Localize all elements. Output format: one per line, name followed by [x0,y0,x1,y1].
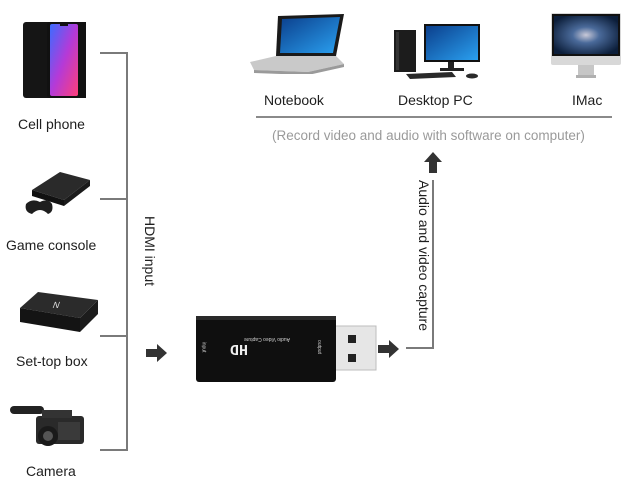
source-label-camera: Camera [26,463,76,479]
arrow-up-icon [424,152,442,173]
computer-label-notebook: Notebook [264,92,324,108]
computers-separator [256,116,612,118]
camera-icon [10,406,84,446]
cell-phone-device [22,20,105,100]
capture-bracket-horizontal [406,347,434,349]
arrow-right-output-icon [378,340,399,358]
capture-card: HD Audio Video Capture input output [194,314,378,386]
cell-phone-icon [23,22,105,98]
notebook-icon [250,14,344,75]
capture-card-brand: HD [230,340,249,357]
source-label-cell-phone: Cell phone [18,116,85,132]
capture-card-input-label: input [200,341,207,353]
bracket-tick-game-console [100,198,127,200]
camera-device [8,400,92,456]
bracket-tick-camera [100,449,127,451]
computers-caption: (Record video and audio with software on… [272,128,585,143]
source-label-set-top-box: Set-top box [16,353,88,369]
capture-card-output-label: output [315,340,322,354]
set-top-box-device: N [16,286,100,338]
hdmi-input-label: HDMI input [142,216,158,287]
computer-label-imac: IMac [572,92,603,108]
svg-text:N: N [51,300,61,310]
capture-card-subtitle: Audio Video Capture [243,336,290,342]
source-label-game-console: Game console [6,237,97,253]
game-console-icon [25,172,90,214]
game-console-device [20,168,92,220]
desktop-pc-device [392,22,484,80]
imac-device [550,12,622,84]
bracket-tick-set-top-box [100,335,127,337]
capture-label: Audio and video capture [416,180,432,331]
set-top-box-icon: N [20,292,98,332]
arrow-right-icon [146,344,167,362]
capture-bracket-vertical [432,180,434,349]
imac-icon [551,13,621,78]
computer-label-desktop-pc: Desktop PC [398,92,473,108]
bracket-tick-cell-phone [100,52,127,54]
notebook-device [244,12,350,75]
desktop-pc-icon [394,24,480,79]
bracket-vertical-line [126,52,128,451]
